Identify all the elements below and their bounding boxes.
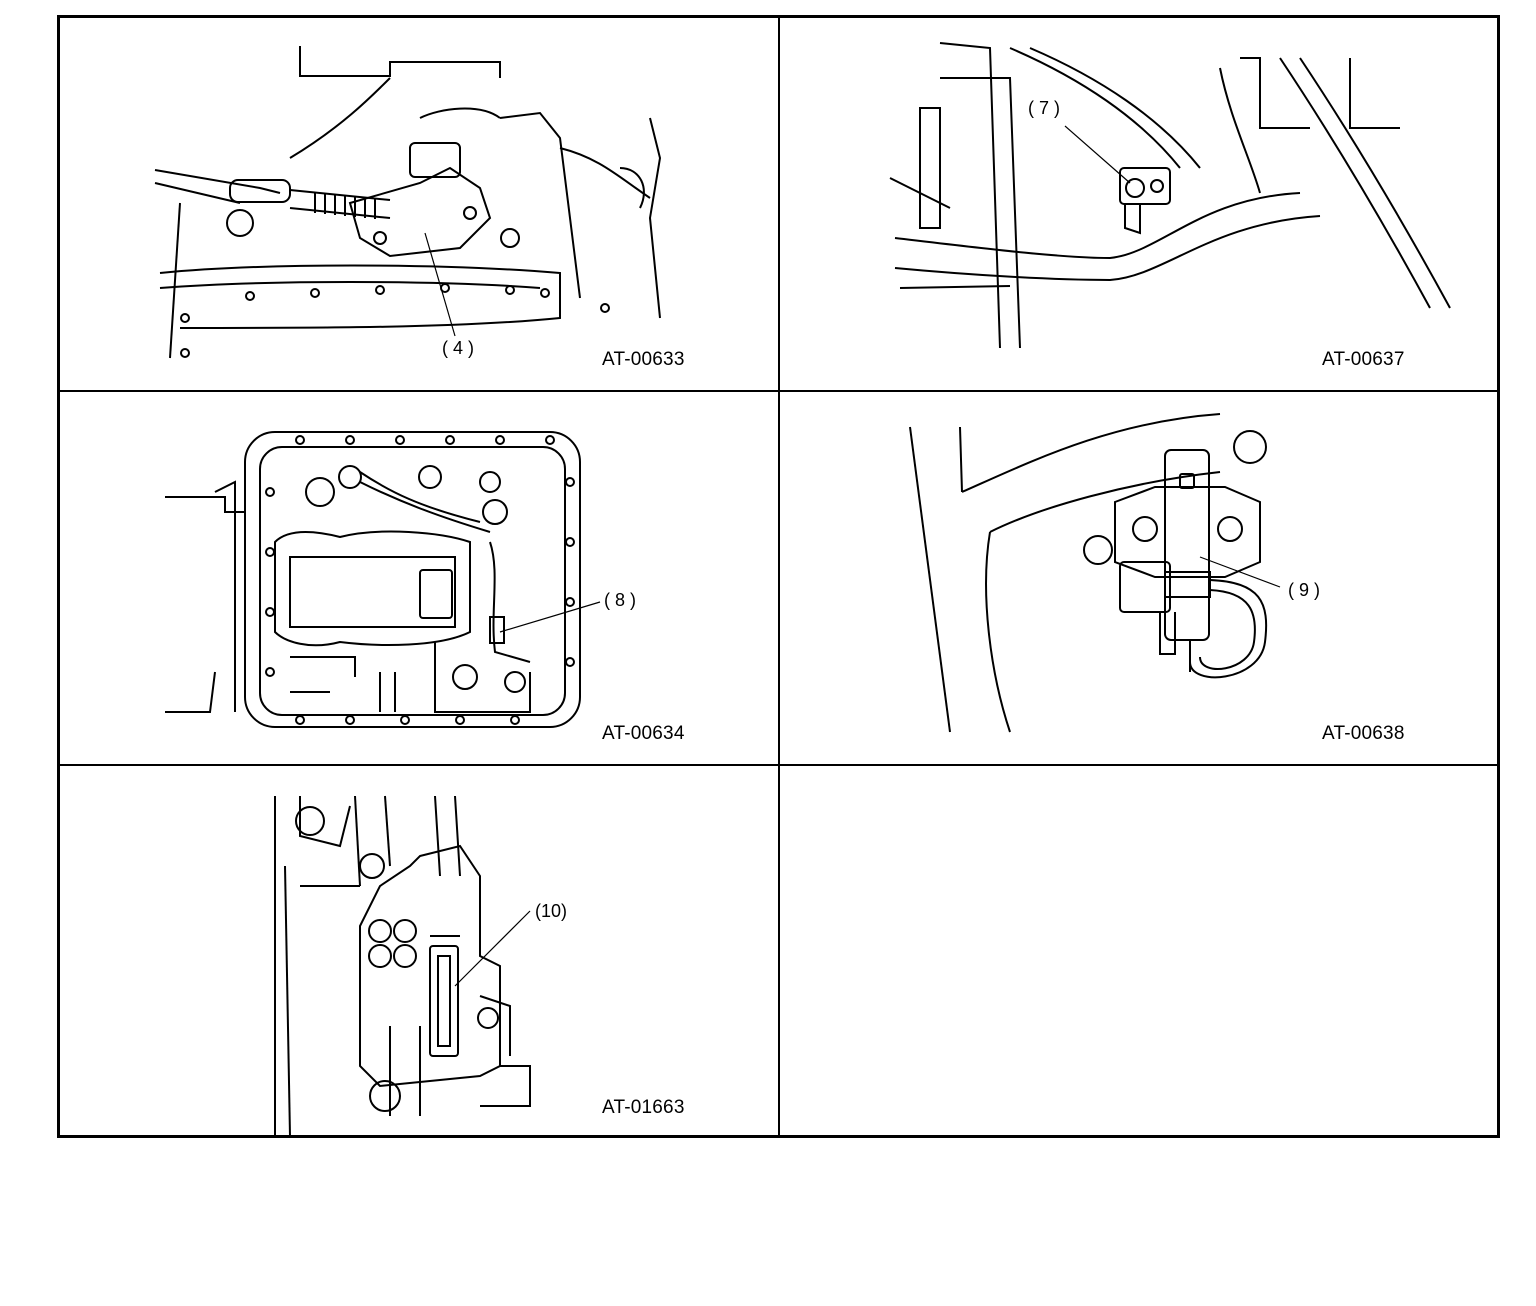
figure-id: AT-00633 bbox=[602, 349, 685, 370]
illustration-speed-sensor-1 bbox=[889, 42, 1451, 349]
illustration-range-sensor bbox=[154, 46, 662, 359]
figure-cell-2: ( 7 ) AT-00637 bbox=[780, 18, 1498, 390]
grid-horizontal-divider-1 bbox=[60, 390, 1497, 392]
callout-label: (10) bbox=[535, 901, 568, 921]
figure-id: AT-00638 bbox=[1322, 723, 1405, 744]
figure-id: AT-01663 bbox=[602, 1097, 685, 1118]
callout-label: ( 9 ) bbox=[1288, 580, 1321, 600]
figure-id: AT-00637 bbox=[1322, 349, 1405, 370]
grid-vertical-divider bbox=[778, 18, 780, 1135]
figure-cell-4: ( 9 ) AT-00638 bbox=[780, 392, 1498, 764]
figure-cell-3: ( 8 ) AT-00634 bbox=[60, 392, 778, 764]
callout-label: ( 7 ) bbox=[1028, 98, 1061, 118]
callout-label: ( 4 ) bbox=[442, 338, 475, 358]
figure-grid: ( 4 ) AT-00633 ( 7 ) AT-00637 bbox=[57, 15, 1500, 1138]
illustration-oil-temp-sensor bbox=[274, 795, 531, 1137]
figure-cell-5: (10) AT-01663 bbox=[60, 766, 778, 1138]
illustration-speed-sensor-2 bbox=[909, 413, 1281, 733]
callout-label: ( 8 ) bbox=[604, 590, 637, 610]
figure-cell-1: ( 4 ) AT-00633 bbox=[60, 18, 778, 390]
illustration-valve-body bbox=[165, 431, 601, 728]
grid-horizontal-divider-2 bbox=[60, 764, 1497, 766]
figure-cell-empty bbox=[780, 766, 1498, 1138]
figure-id: AT-00634 bbox=[602, 723, 685, 744]
